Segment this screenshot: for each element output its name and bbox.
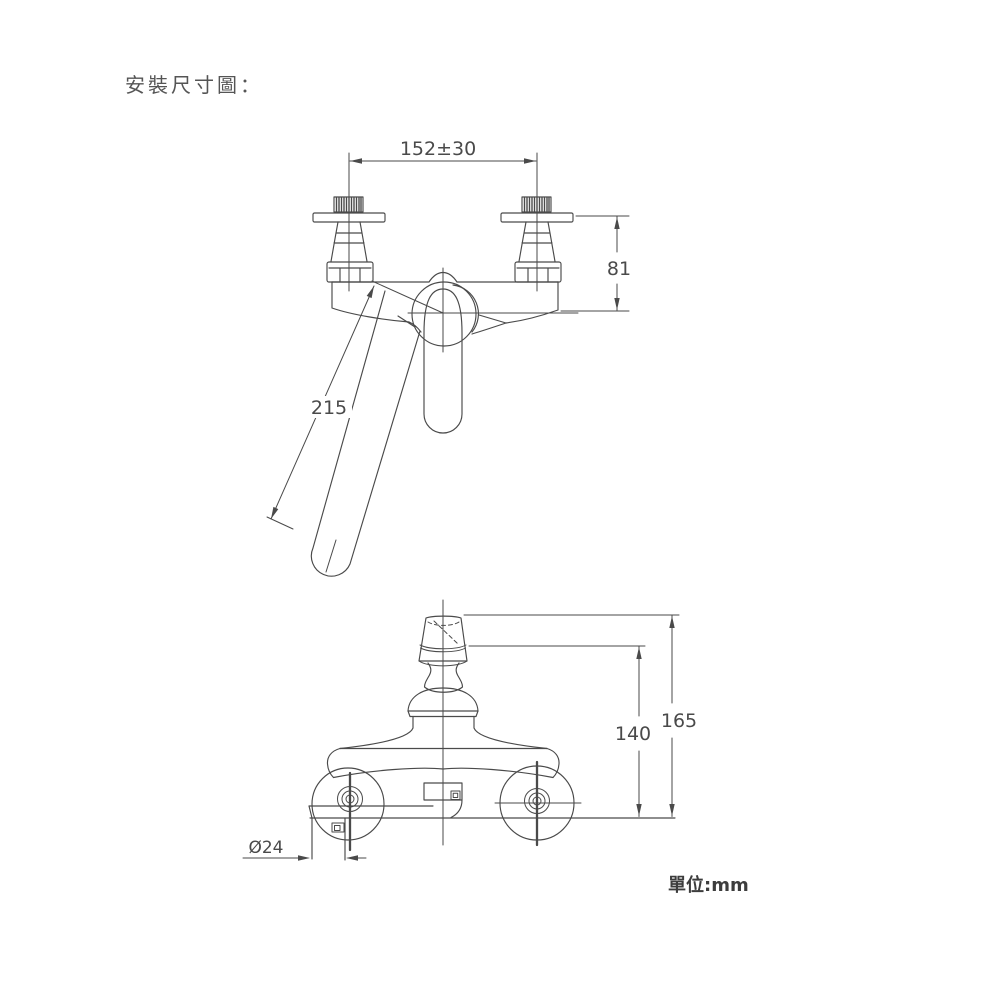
hex-nut-facets	[328, 267, 372, 283]
mixer-handle	[423, 288, 463, 434]
dim-body-height-label: 81	[607, 258, 631, 280]
wall-flange-right	[494, 760, 582, 847]
thread-block	[521, 196, 552, 213]
dimension-outlet-diameter: Ø24	[242, 838, 367, 861]
dome-cover	[339, 662, 548, 750]
wall-flange-plate	[312, 212, 386, 223]
eccentric-taper	[330, 221, 368, 263]
knob-base-rim	[418, 660, 468, 667]
pipe-tab	[331, 822, 345, 833]
arrow-up-icon	[669, 616, 675, 628]
page-title: 安裝尺寸圖：	[125, 73, 263, 97]
hex-nut	[326, 261, 374, 283]
neck-outline	[423, 662, 464, 693]
outlet-pipe	[308, 805, 676, 861]
body-bottom-curve	[450, 799, 463, 819]
center-port-rect	[423, 782, 463, 801]
arrow-left-icon	[350, 158, 362, 164]
dome-base-plate	[407, 710, 479, 718]
handle-outline	[423, 288, 463, 434]
flange-circle	[311, 767, 385, 841]
spout-tip-centerline	[325, 539, 337, 573]
pipe-walls	[311, 817, 346, 861]
dim-outlet-diameter-label: Ø24	[248, 838, 283, 858]
valve-cartridge-circle	[411, 281, 477, 347]
knob-hidden-edge	[433, 620, 459, 645]
knob-band	[419, 644, 467, 653]
side-view-drawing: Ø24 140 165	[242, 599, 697, 861]
pipe-tab-inner	[334, 825, 341, 831]
knob-hidden-rim	[427, 621, 460, 626]
arrow-down-icon	[614, 298, 620, 310]
dimension-center-distance: 152±30	[349, 138, 537, 164]
dim-knob-height-label: 140	[615, 723, 651, 745]
right-inlet-fitting	[500, 196, 574, 283]
dimension-total-height: 165	[463, 614, 697, 817]
stem-flare	[339, 715, 548, 750]
body-right-end	[546, 747, 560, 779]
front-view-drawing: 152±30	[266, 138, 631, 577]
arrow-up-icon	[636, 647, 642, 659]
thread-hatch	[335, 197, 362, 212]
hex-nut-facets	[516, 267, 560, 283]
arrow-up-icon	[614, 217, 620, 229]
body-top-edge	[331, 271, 559, 283]
faucet-body	[331, 271, 559, 347]
left-inlet-fitting	[312, 196, 386, 283]
arrow-up-icon	[366, 286, 374, 299]
eccentric-taper	[518, 221, 556, 263]
cartridge-inner-arc	[452, 284, 479, 333]
arrow-left-icon	[346, 855, 358, 861]
dim-spout-length-label: 215	[311, 397, 347, 419]
body-left-end	[326, 747, 341, 779]
dimension-knob-height: 140	[468, 645, 651, 817]
arrow-down-icon	[669, 804, 675, 816]
pipe-top-edge	[308, 805, 434, 819]
spout	[310, 290, 421, 577]
hex-nut	[514, 261, 562, 283]
dimension-spout-length: 215	[266, 280, 444, 530]
arrow-right-icon	[298, 855, 310, 861]
body-left-edge	[331, 281, 410, 323]
dim-center-distance-label: 152±30	[400, 138, 476, 160]
knob-outline	[418, 615, 468, 662]
thread-block	[333, 196, 364, 213]
spout-outline	[310, 290, 421, 577]
wall-flange-left	[311, 767, 385, 852]
arrow-down-icon	[636, 804, 642, 816]
diverter-knob	[418, 615, 468, 667]
wall-flange-plate	[500, 212, 574, 223]
witness-line-top	[371, 280, 444, 314]
body-right-edge	[505, 281, 559, 324]
body-right-wing	[471, 314, 507, 335]
arrow-down-icon	[271, 506, 279, 519]
dim-total-height-label: 165	[661, 710, 697, 732]
center-port-tab-inner	[452, 792, 459, 799]
arrow-right-icon	[524, 158, 536, 164]
dome-outline	[407, 687, 479, 712]
dimension-body-height: 81	[560, 215, 631, 312]
center-port-tab	[450, 790, 461, 800]
thread-hatch	[523, 197, 550, 212]
body-left-wing	[397, 315, 422, 333]
unit-label: 單位:mm	[668, 874, 749, 896]
